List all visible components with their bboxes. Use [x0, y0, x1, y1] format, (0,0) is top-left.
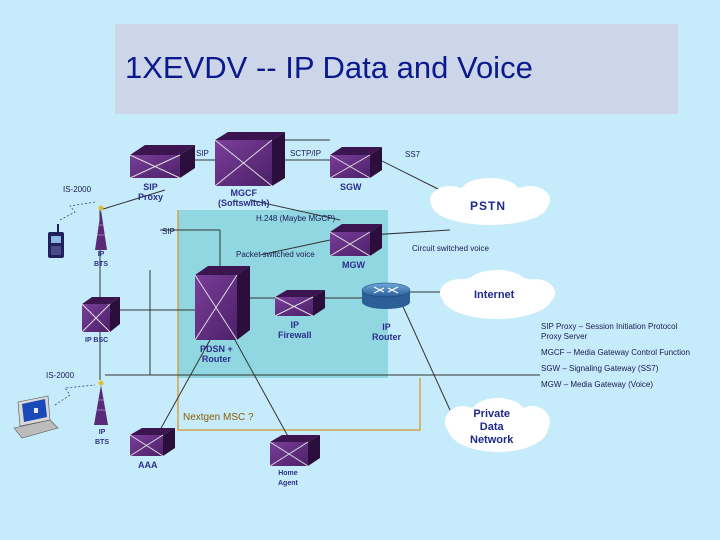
page-title: 1XEVDV -- IP Data and Voice [125, 50, 533, 85]
sgw-label: SGW [340, 182, 362, 192]
ip-bsc-label: IP BSC [85, 337, 109, 344]
internet-cloud [440, 270, 555, 319]
aaa-label: AAA [138, 460, 158, 470]
sctp-ip-label: SCTP/IP [290, 149, 322, 158]
mobile-phone-icon [48, 224, 64, 258]
pdsn-label: PDSN + Router [200, 344, 233, 364]
legend: SIP Proxy – Session Initiation Protocol … [541, 322, 691, 396]
legend-item: SIP Proxy – Session Initiation Protocol … [541, 322, 678, 341]
ip-bts-top-label: IP BTS [94, 251, 108, 268]
pstn-label: PSTN [470, 199, 507, 213]
home-agent-label: Home Agent [278, 470, 298, 487]
ip-bsc-node [81, 297, 120, 333]
sip-left-label: SIP [162, 227, 175, 236]
legend-item: SGW – Signaling Gateway (SS7) [541, 364, 659, 373]
packet-voice-label: Packet switched voice [236, 250, 315, 259]
sip-top-label: SIP [196, 149, 209, 158]
legend-item: MGCF – Media Gateway Control Function [541, 348, 690, 357]
wireless-links [54, 201, 96, 406]
bts-tower-bottom-icon [94, 380, 108, 425]
laptop-icon [13, 395, 59, 439]
mgcf-label: MGCF (Softswitch) [218, 188, 270, 208]
mgw-label: MGW [342, 260, 365, 270]
h248-label: H.248 (Maybe MGCP) [256, 214, 336, 223]
private-data-cloud [445, 398, 550, 452]
legend-item: MGW – Media Gateway (Voice) [541, 380, 654, 389]
nextgen-msc-outline [177, 210, 421, 431]
ip-firewall-label: IP Firewall [278, 320, 312, 340]
aaa-node [129, 428, 175, 457]
nextgen-msc-label: Nextgen MSC ? [183, 412, 254, 423]
ip-router-label: IP Router [372, 322, 401, 342]
sgw-node [329, 147, 382, 179]
ip-firewall-node [274, 290, 325, 317]
ip-bts-bottom-label: IP BTS [95, 429, 109, 446]
internet-label: Internet [474, 289, 515, 301]
mgw-node [329, 224, 382, 257]
sip-proxy-node [129, 145, 195, 179]
private-data-label: Private Data Network [470, 408, 514, 446]
mgcf-node [214, 132, 285, 187]
ss7-label: SS7 [405, 150, 421, 159]
home-agent-node [269, 435, 320, 467]
sip-proxy-label: SIP Proxy [138, 182, 164, 202]
title-banner: 1XEVDV -- IP Data and Voice [115, 24, 678, 114]
circuit-voice-label: Circuit switched voice [412, 244, 489, 253]
is2000-top-label: IS-2000 [63, 185, 92, 194]
bts-tower-top-icon [95, 205, 107, 250]
ip-router-icon [361, 282, 411, 309]
is2000-bottom-label: IS-2000 [46, 371, 75, 380]
pdsn-node [194, 266, 250, 341]
pstn-cloud [430, 178, 550, 225]
